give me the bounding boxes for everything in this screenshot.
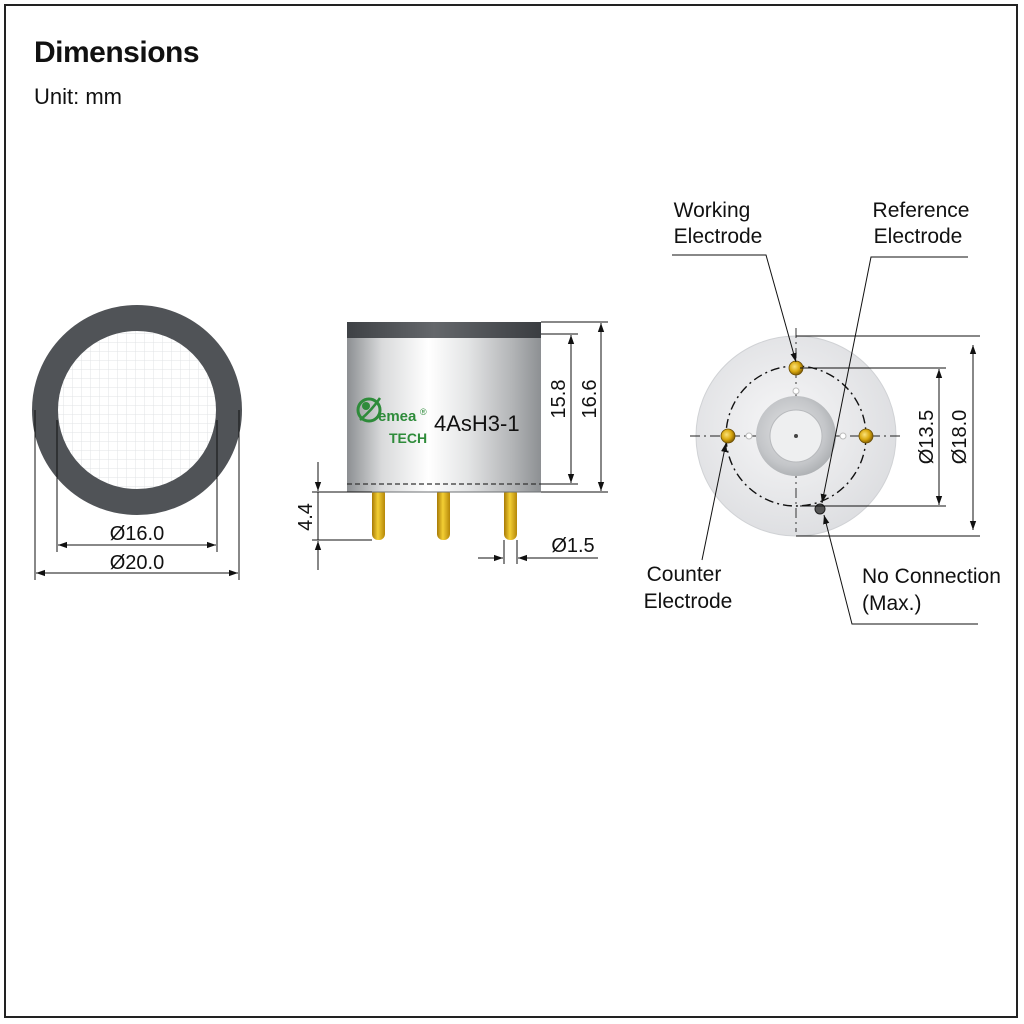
body-height-label: 15.8 (548, 380, 570, 419)
page-title: Dimensions (34, 36, 200, 69)
reference-leader (820, 256, 968, 504)
bottom-view: Ø13.5 Ø18.0 Working Electrode Reference … (644, 199, 1001, 625)
no-connection-label-2: (Max.) (862, 592, 922, 615)
total-height-label: 16.6 (579, 380, 601, 419)
counter-label-1: Counter (647, 563, 722, 586)
counter-electrode-pin (720, 428, 736, 444)
base-diameter-label: Ø18.0 (949, 410, 971, 464)
logo-text-bottom: TECH (389, 430, 427, 446)
reference-label-1: Reference (873, 199, 970, 222)
working-label-1: Working (674, 199, 751, 222)
pin-length-label: 4.4 (295, 503, 317, 531)
outer-diameter-label: Ø20.0 (110, 552, 164, 574)
pin-circle-label: Ø13.5 (916, 410, 938, 464)
logo-registered: ® (420, 407, 427, 417)
reference-electrode-pin (858, 428, 874, 444)
inner-diameter-label: Ø16.0 (110, 523, 164, 545)
front-view: Ø16.0 Ø20.0 (32, 305, 242, 580)
no-connection-label-1: No Connection (862, 565, 1001, 588)
logo-text-top: emea (378, 408, 417, 425)
pin-diameter-label: Ø1.5 (551, 535, 594, 557)
side-view: emea ® TECH 4AsH3-1 15.8 16.6 4.4 Ø1.5 (295, 321, 608, 570)
reference-label-2: Electrode (874, 225, 963, 248)
pin-middle (437, 488, 450, 540)
no-connection-leader (823, 514, 978, 625)
pin-left (372, 488, 385, 540)
pin-right (504, 488, 517, 540)
sensor-cap (347, 322, 541, 338)
sensor-ring (32, 305, 242, 515)
logo-mark-icon (356, 397, 382, 423)
working-electrode-leader (672, 254, 797, 363)
counter-electrode-leader (701, 442, 728, 561)
unit-label: Unit: mm (34, 84, 122, 109)
counter-label-2: Electrode (644, 590, 733, 613)
working-label-2: Electrode (674, 225, 763, 248)
brand-logo: emea ® TECH (356, 397, 427, 446)
model-label: 4AsH3-1 (434, 411, 520, 436)
sensor-mesh (41, 314, 233, 506)
